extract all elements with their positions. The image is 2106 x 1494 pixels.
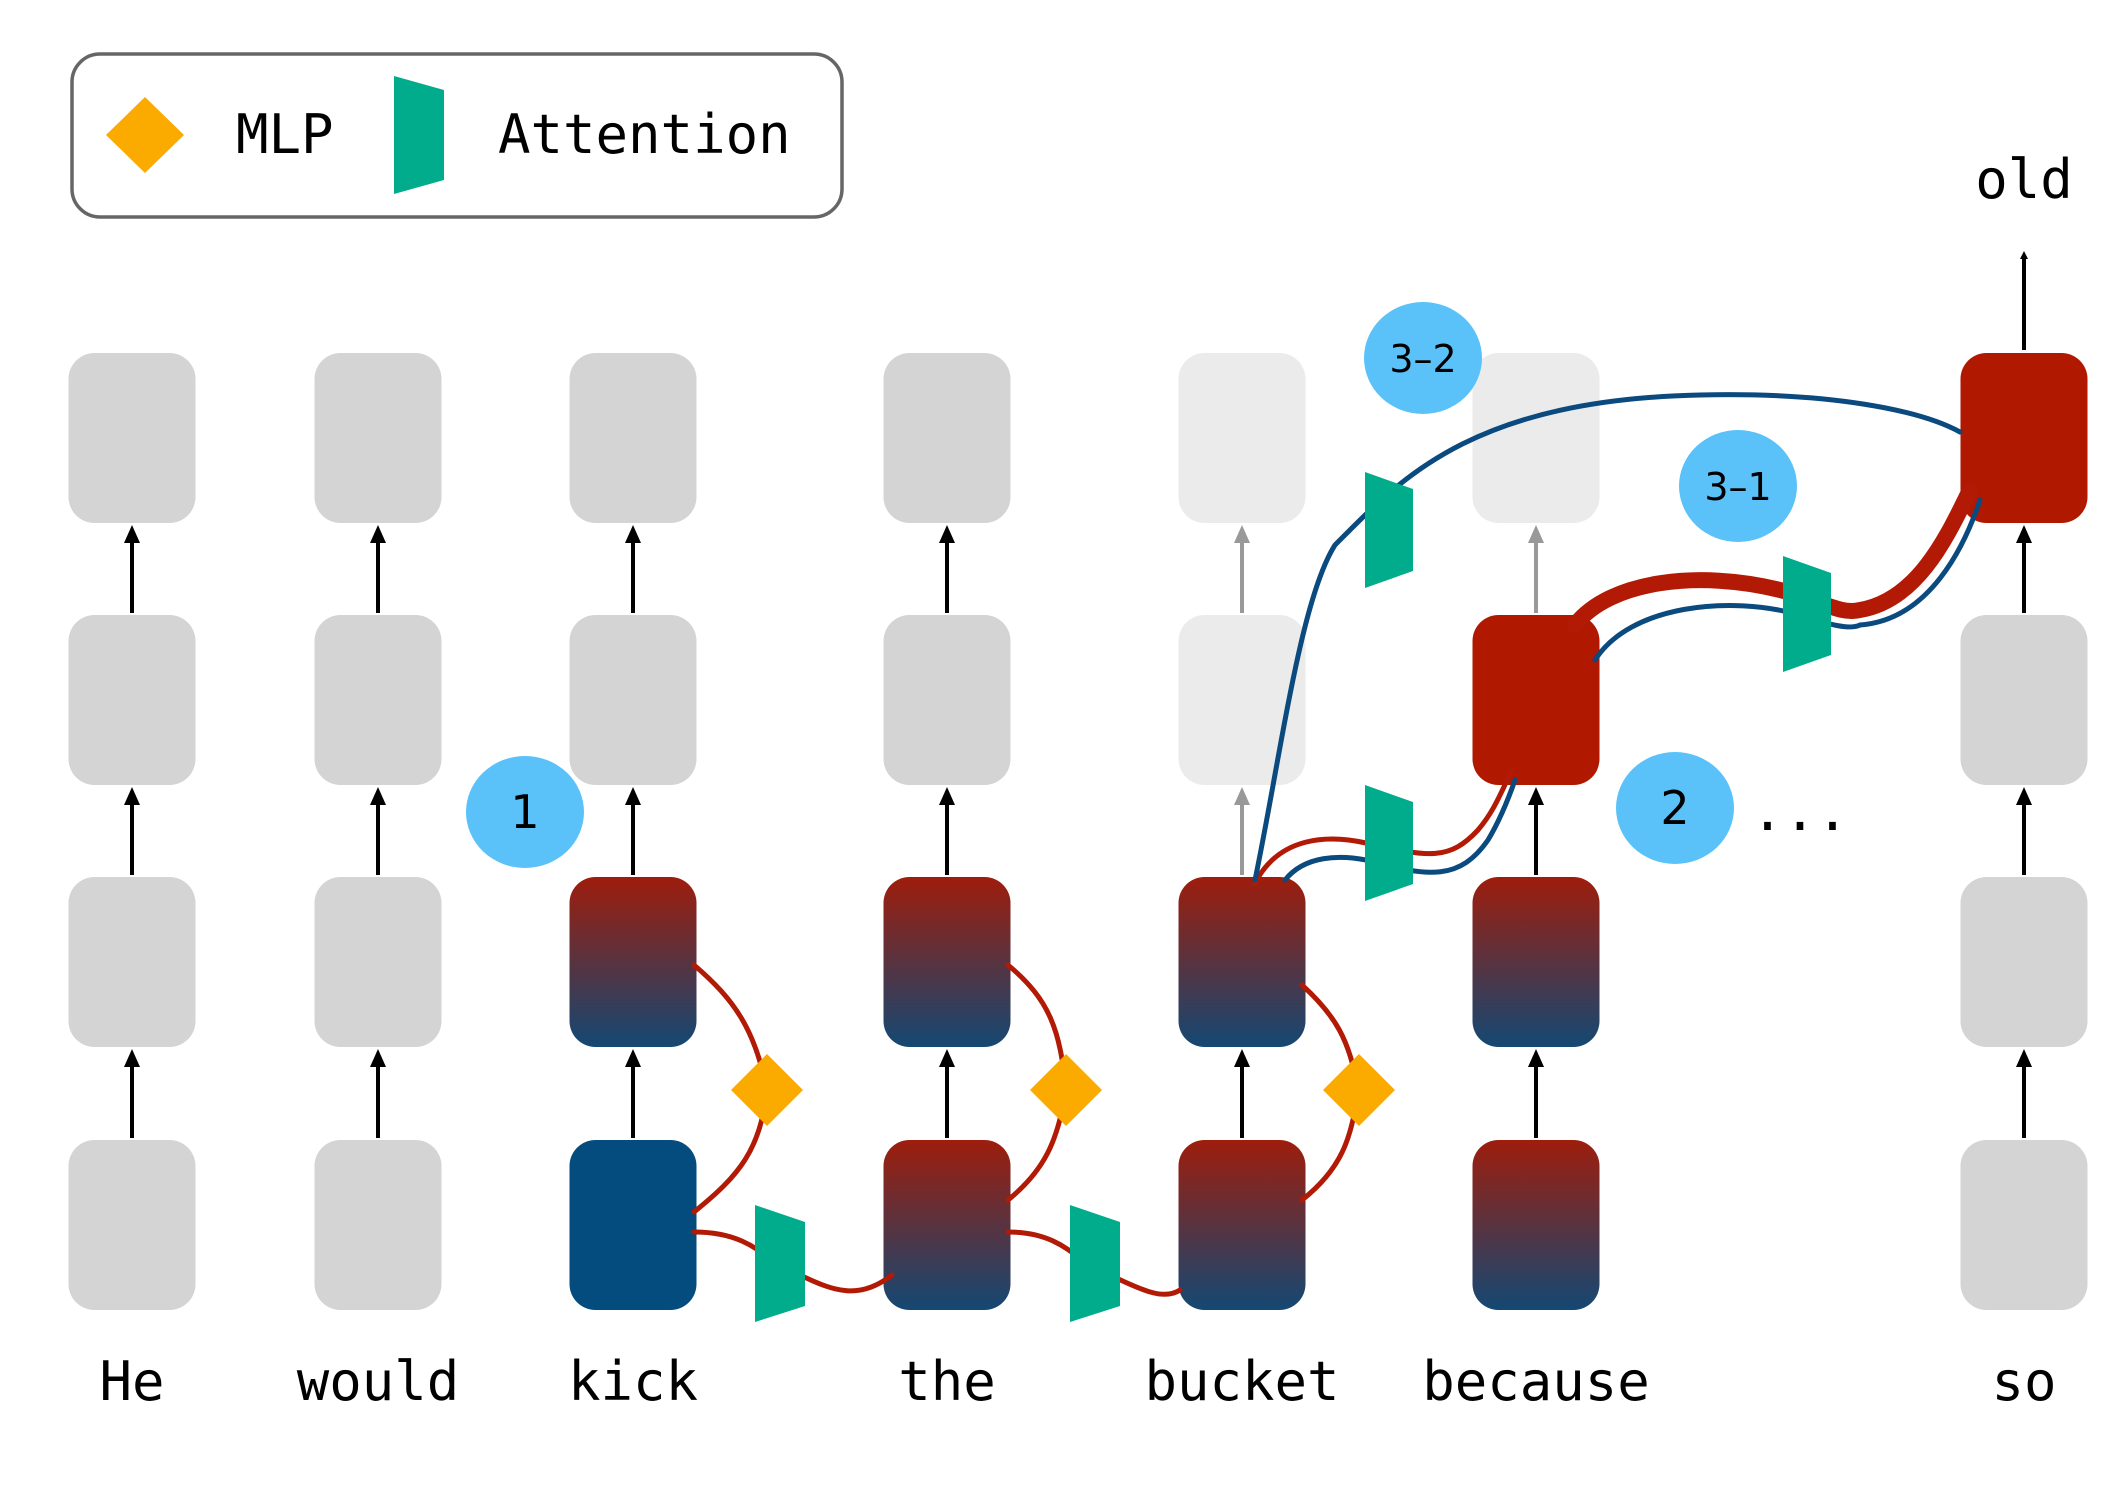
hidden-state-cell [68,615,196,785]
hidden-state-cell [68,877,196,1047]
arrow-head [2016,525,2032,543]
hidden-state-cell [1472,1140,1600,1310]
attention-head-icon [1783,556,1831,672]
hidden-state-cell [68,353,196,523]
arrow-head [1528,787,1544,805]
attention-units [755,472,1831,1322]
badge-3-2: 3–2 [1364,302,1482,414]
hidden-state-cell [569,877,697,1047]
hidden-state-cell [569,353,697,523]
arrow-head [625,525,641,543]
token-column [883,353,1011,1310]
mlp-diamond-icon [1030,1054,1102,1126]
arrow-head [1234,525,1250,543]
arrow-head [124,787,140,805]
badge-1: 1 [466,756,584,868]
ellipsis: ... [1751,780,1849,843]
mlp-legend-label: MLP [236,103,334,166]
arrow-head [625,787,641,805]
step-badges: 1 2 3–1 3–2 [466,302,1797,868]
hidden-state-cell [314,877,442,1047]
arrow-head [124,525,140,543]
svg-text:3–1: 3–1 [1704,465,1771,509]
hidden-state-cell [314,1140,442,1310]
mlp-legend-icon [106,97,184,173]
hidden-state-cell [883,1140,1011,1310]
token-column [569,353,697,1310]
hidden-state-cell [1960,615,2088,785]
hidden-state-cell [569,615,697,785]
legend-box [70,52,844,219]
hidden-state-cell [1178,877,1306,1047]
svg-text:3–2: 3–2 [1389,337,1456,381]
output-token-label: old [1975,148,2073,211]
svg-text:1: 1 [510,785,539,839]
flow-path [1592,497,1983,663]
arrow-head [939,787,955,805]
arrow-head [370,787,386,805]
arrow-head [1234,1049,1250,1067]
hidden-state-cell [68,1140,196,1310]
arrow-head [939,1049,955,1067]
arrow-head [2016,1049,2032,1067]
svg-text:2: 2 [1660,781,1689,835]
flow-path [1252,767,1515,886]
attention-legend-label: Attention [498,103,791,166]
arrow-head [1528,1049,1544,1067]
token-column [68,353,196,1310]
arrow-head [1234,787,1250,805]
token-labels: He would kick the bucket because so [99,1350,2056,1413]
legend: MLP Attention [70,52,844,219]
arrow-head [939,525,955,543]
attention-head-icon [1365,785,1413,901]
hidden-state-cell [1472,353,1600,523]
hidden-state-cell [1960,1140,2088,1310]
token-label: because [1422,1350,1650,1413]
mlp-units [731,1054,1395,1126]
hidden-state-cell [883,877,1011,1047]
token-column [314,353,442,1310]
token-column [1960,353,2088,1310]
hidden-state-cell [1960,877,2088,1047]
arrow-head [625,1049,641,1067]
token-label: would [297,1350,460,1413]
badge-2: 2 [1616,752,1734,864]
mlp-diamond-icon [731,1054,803,1126]
output: old [1975,148,2073,350]
hidden-state-cell [314,615,442,785]
badge-3-1: 3–1 [1679,430,1797,542]
hidden-state-cell [1960,353,2088,523]
attention-head-icon [1070,1205,1120,1322]
token-label: so [1991,1350,2056,1413]
hidden-state-cell [883,615,1011,785]
token-label: bucket [1144,1350,1339,1413]
arrow-head [2016,787,2032,805]
token-column [1472,353,1600,1310]
hidden-state-cell [1178,353,1306,523]
token-label: the [898,1350,996,1413]
token-label: He [99,1350,164,1413]
hidden-state-cell [1178,1140,1306,1310]
token-column [1178,353,1306,1310]
arrow-head [370,1049,386,1067]
token-columns [68,353,2088,1310]
attention-head-icon [1365,472,1413,588]
hidden-state-cell [314,353,442,523]
hidden-state-cell [1472,877,1600,1047]
flow-path [1282,777,1518,883]
hidden-state-cell [569,1140,697,1310]
arrow-head [1528,525,1544,543]
attention-legend-icon [394,76,444,194]
flow-path [1252,392,1963,883]
hidden-state-cell [1178,615,1306,785]
hidden-state-cell [1472,615,1600,785]
attention-head-icon [755,1205,805,1322]
hidden-state-cell [883,353,1011,523]
mlp-diamond-icon [1323,1054,1395,1126]
arrow-head [370,525,386,543]
arrow-head [124,1049,140,1067]
token-label: kick [568,1350,698,1413]
